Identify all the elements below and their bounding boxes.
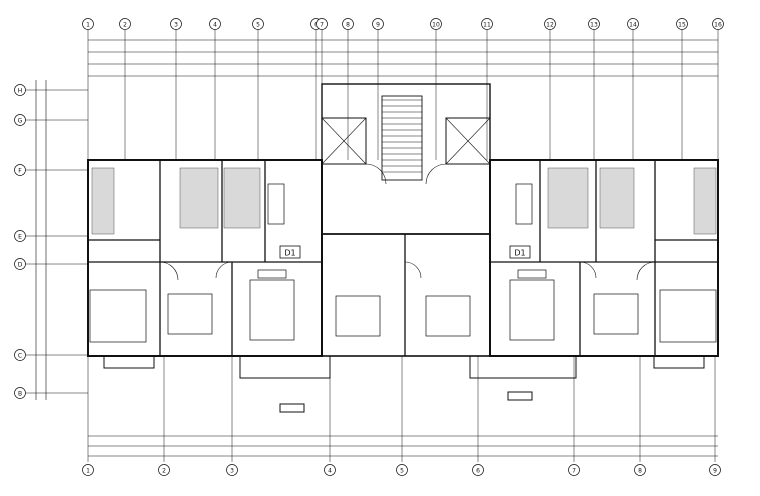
axis-bottom-9-circle [709,464,721,476]
axis-bottom-4-circle [324,464,336,476]
axis-top-9-circle [372,18,384,30]
axis-top-1-circle [82,18,94,30]
axis-bottom-5-circle [396,464,408,476]
stair-elevator-core [321,83,491,235]
vertical-grid-lines [87,30,719,462]
balconies [103,355,705,413]
axis-top-15-label: 15 [678,22,686,29]
axis-bottom-3-label: 3 [230,468,234,475]
axis-bottom-1-circle [82,464,94,476]
axis-bottom-3-circle [226,464,238,476]
unit-tag-right: D1 [509,245,531,259]
axis-top-6-label: 6 [314,22,318,29]
axis-bottom-9-label: 9 [713,468,717,475]
axis-left-C-circle [14,349,26,361]
axis-bottom-8-label: 8 [638,468,642,475]
bed-furniture [89,289,717,343]
axis-top-9-label: 9 [376,22,380,29]
stair-treads [382,99,422,173]
axis-top-8-circle [342,18,354,30]
unit-tag-left-text: D1 [284,249,295,258]
axis-left-H-circle [14,84,26,96]
interior-walls [88,160,718,356]
axis-top-13-label: 13 [590,22,598,29]
axis-top-10-label: 10 [432,22,440,29]
axis-bottom-5-label: 5 [400,468,404,475]
axis-left-C-label: C [18,353,22,360]
grid-axis-bubbles-bottom: 1 2 3 4 5 6 7 8 9 [82,464,721,476]
axis-top-10-circle [430,18,442,30]
top-dimension-lines [88,39,718,77]
axis-top-5-label: 5 [256,22,260,29]
axis-left-H-label: H [18,88,23,95]
axis-top-3-label: 3 [174,22,178,29]
wet-area-hatching [91,167,717,235]
axis-left-B-circle [14,387,26,399]
axis-top-16-circle [712,18,724,30]
axis-top-2-circle [119,18,131,30]
axis-left-D-label: D [18,262,23,269]
axis-top-1-label: 1 [86,22,90,29]
axis-bottom-1-label: 1 [86,468,90,475]
axis-left-F-circle [14,164,26,176]
axis-top-16-label: 16 [714,22,722,29]
bottom-dimension-lines [88,435,718,457]
axis-left-F-label: F [18,168,22,175]
grid-axis-bubbles-left: H G F E D C B [14,84,26,399]
axis-top-8-label: 8 [346,22,350,29]
axis-left-B-label: B [18,391,22,398]
axis-left-E-circle [14,230,26,242]
unit-tag-right-text: D1 [514,249,525,258]
axis-bottom-4-label: 4 [328,468,332,475]
axis-top-5-circle [252,18,264,30]
axis-bottom-6-circle [472,464,484,476]
axis-left-E-label: E [18,234,22,241]
axis-top-7-circle [316,18,328,30]
left-dimension-lines [35,80,47,400]
horizontal-grid-lines [26,89,88,394]
axis-top-4-label: 4 [213,22,217,29]
axis-top-2-label: 2 [123,22,127,29]
axis-top-4-circle [209,18,221,30]
axis-left-G-label: G [18,118,23,125]
axis-top-7-label: 7 [320,22,324,29]
axis-bottom-6-label: 6 [476,468,480,475]
axis-left-G-circle [14,114,26,126]
axis-top-12-label: 12 [546,22,554,29]
axis-bottom-7-circle [568,464,580,476]
axis-top-13-circle [588,18,600,30]
unit-outer-walls [87,159,719,357]
axis-bottom-2-label: 2 [162,468,166,475]
axis-top-14-circle [627,18,639,30]
axis-bottom-7-label: 7 [572,468,576,475]
axis-top-12-circle [544,18,556,30]
axis-top-11-circle [481,18,493,30]
axis-left-D-circle [14,258,26,270]
axis-top-14-label: 14 [629,22,637,29]
axis-top-15-circle [676,18,688,30]
living-furniture [249,183,555,341]
axis-bottom-8-circle [634,464,646,476]
axis-bottom-2-circle [158,464,170,476]
unit-tag-left: D1 [279,245,301,259]
axis-top-11-label: 11 [483,22,491,29]
door-swings [159,163,656,281]
axis-top-3-circle [170,18,182,30]
